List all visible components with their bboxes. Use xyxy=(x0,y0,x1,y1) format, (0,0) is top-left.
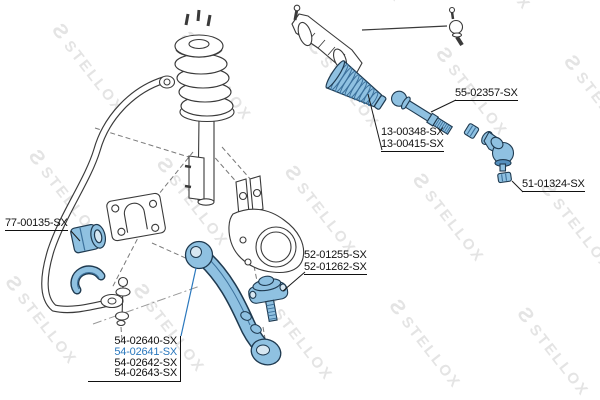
tie-rod-end-nut xyxy=(497,171,512,184)
label-axial-joint[interactable]: 55-02357-SX xyxy=(455,87,518,101)
label-stab-bushing[interactable]: 77-00135-SX xyxy=(5,217,68,231)
label-ball-joint-a[interactable]: 52-01255-SX xyxy=(304,249,367,261)
stabilizer-link xyxy=(114,276,131,327)
steering-knuckle xyxy=(228,175,305,274)
tie-rod-lock-nut xyxy=(463,123,480,139)
mounting-bracket-plate xyxy=(106,192,166,242)
label-rack-kit[interactable]: 13-00348-SX 13-00415-SX xyxy=(381,126,444,152)
strut-tube-end xyxy=(197,198,215,206)
stabilizer-clamp xyxy=(70,265,106,295)
strut-top-studs xyxy=(184,9,212,27)
part-number-item[interactable]: 54-02640-SX xyxy=(114,335,177,347)
label-ball-joint-b[interactable]: 52-01262-SX xyxy=(304,261,367,273)
control-arm xyxy=(184,240,282,366)
label-rack-kit-a[interactable]: 13-00348-SX xyxy=(381,126,444,138)
ball-joint xyxy=(248,275,289,323)
part-number-item[interactable]: 54-02642-SX xyxy=(114,356,177,369)
label-tie-rod-end-nut[interactable]: 51-01324-SX xyxy=(522,178,585,192)
tie-rod-end xyxy=(481,131,515,172)
part-number-item[interactable]: 54-02643-SX xyxy=(114,367,177,380)
strut-assembly xyxy=(174,9,235,206)
label-control-arm-list: 54-02640-SX 54-02641-SX 54-02642-SX 54-0… xyxy=(88,335,181,383)
label-ball-joint[interactable]: 52-01255-SX 52-01262-SX xyxy=(304,249,367,275)
label-rack-kit-b[interactable]: 13-00415-SX xyxy=(381,138,444,150)
far-tie-rod-end xyxy=(448,6,464,47)
axial-joint-rod xyxy=(391,90,454,136)
stabilizer-axis-dashdot xyxy=(92,285,201,325)
label-leader-lines xyxy=(70,93,524,292)
highlighted-leader-line xyxy=(180,267,197,337)
stabilizer-bushing xyxy=(70,223,107,254)
stabilizer-bar xyxy=(41,75,176,314)
steering-rack xyxy=(291,4,464,75)
part-number-item-selected[interactable]: 54-02641-SX xyxy=(114,345,177,358)
strut-bracket xyxy=(188,155,205,201)
